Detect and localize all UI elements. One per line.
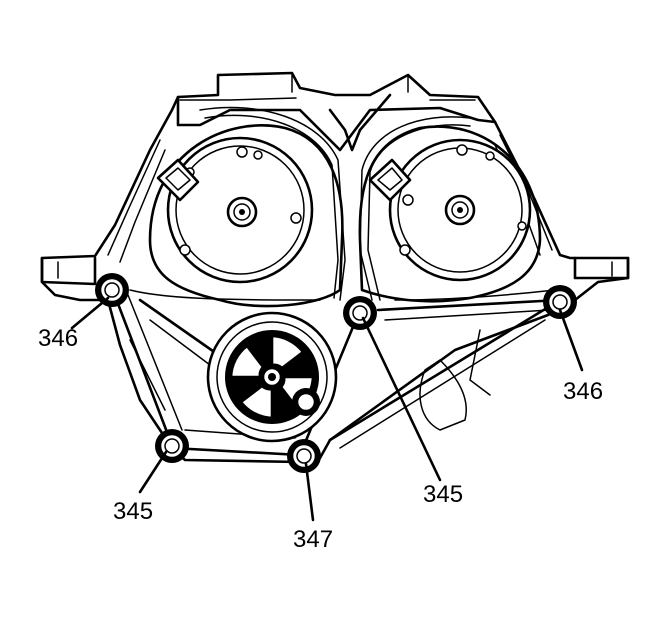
leader-line-center-345 xyxy=(361,316,442,482)
cover-housing xyxy=(40,71,630,464)
bolt-347-bottom xyxy=(287,439,321,473)
leader-line-left-346 xyxy=(70,296,110,330)
callout-label-center-345: 345 xyxy=(423,481,463,508)
bolt-345-center xyxy=(343,296,377,330)
callout-label-bottom-347: 347 xyxy=(293,526,333,553)
callout-label-left-345: 345 xyxy=(113,498,153,525)
timing-chain-guides xyxy=(129,106,556,301)
callout-labels: 346 346 345 345 347 xyxy=(38,325,603,553)
left-camshaft-sprocket xyxy=(148,124,344,308)
leader-lines xyxy=(70,296,584,522)
leader-line-right-346 xyxy=(558,308,584,372)
bolt-346-right xyxy=(543,285,577,319)
right-camshaft-sprocket xyxy=(358,125,542,303)
bolt-345-left xyxy=(155,429,189,463)
leader-line-bottom-347 xyxy=(304,462,315,522)
bolt-346-left xyxy=(95,273,129,307)
callout-label-right-346: 346 xyxy=(563,378,603,405)
crankshaft-sprocket xyxy=(206,311,338,443)
callout-label-left-346: 346 xyxy=(38,325,78,352)
leader-line-left-345 xyxy=(138,450,168,494)
